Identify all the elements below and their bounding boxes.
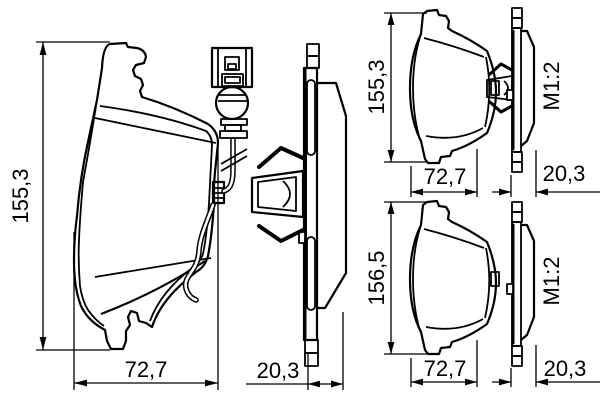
spring-clip-arm [488,100,514,114]
dim-top-right-width: 72,7 [410,149,478,197]
connector-latch [224,56,240,71]
main-front-view [72,41,226,351]
arrowhead [465,378,477,386]
scale-label: M1:2 [539,257,564,306]
spring-clip-tongue [282,180,291,208]
spring-clip-arm [488,62,514,76]
dimension-label: 20,3 [543,161,586,186]
arrowhead [308,380,320,388]
arrowhead [387,202,395,214]
arrowhead [331,380,343,388]
plate-slot [306,236,316,311]
top-right-front-view [408,8,501,165]
arrowhead [411,188,423,196]
dimension-label: 72,7 [125,357,168,382]
dimension-label: 155,3 [364,59,389,114]
dim-main-height: 155,3 [8,41,110,351]
dimension-label: 72,7 [424,356,467,381]
dim-main-side-width: 20,3 [246,312,344,390]
extension-line [510,345,537,387]
arrowhead [205,379,218,387]
spring-clip-arm [257,224,305,243]
connector-grommet [214,85,250,121]
grommet-lines [218,94,247,102]
arrowhead [499,378,511,386]
extension-line [510,150,537,197]
bottom-right-front-view [408,199,501,356]
connector-latch-slot [227,63,237,70]
arrowhead [39,42,47,55]
dim-top-right-height: 155,3 [364,12,427,163]
arrowhead [411,378,423,386]
spring-clip-inner [257,176,297,212]
plate-slot [306,79,316,156]
top-right-side-view [505,6,536,174]
plate-tab [306,55,320,69]
dimension-label: 20,3 [544,356,587,381]
sensor-wire-lower-core [184,203,215,302]
extension-line [73,142,219,390]
dim-top-right-side: 20,3 M1:2 [492,62,600,197]
sensor-wire-upper-core [222,138,235,193]
arrowhead [465,188,477,196]
arrowhead [387,150,395,162]
dim-bottom-right-width: 72,7 [410,340,478,387]
connector-lock-slot [224,76,241,84]
scale-label: M1:2 [539,62,564,111]
dim-bottom-right-side: 20,3 M1:2 [492,257,600,387]
extension-line [36,41,110,351]
dimension-label: 20,3 [257,358,300,383]
extension-line [307,312,344,390]
arrowhead [499,188,511,196]
wire-break-marks [220,148,248,172]
arrowhead [387,13,395,25]
backing-plate-inner-line [77,105,105,327]
dim-bottom-right-height: 156,5 [364,201,427,355]
arrowhead [39,337,47,350]
arrowhead [387,342,395,354]
spring-clip-body [250,169,305,219]
dimension-label: 156,5 [364,250,389,305]
arrowhead [536,378,548,386]
spring-clip-arm [257,146,305,169]
plate-tab [306,43,320,57]
connector-housing-walls [217,48,247,87]
spring-clip-tongue [503,80,509,96]
plate-tab [304,339,319,354]
friction-profile [317,81,348,310]
pad-outline [72,41,220,351]
dimension-label: 155,3 [8,168,33,223]
arrowhead [536,188,548,196]
chamfer-line [94,257,212,278]
bottom-right-side-view [505,200,536,368]
arrowhead [74,379,87,387]
main-side-view [250,43,348,367]
chamfer-line [94,117,217,144]
wear-sensor-connector [182,46,254,303]
dimension-label: 72,7 [424,164,467,189]
dim-main-width: 72,7 [73,142,219,390]
grommet-flange [219,130,248,139]
plate-tab [304,352,319,367]
